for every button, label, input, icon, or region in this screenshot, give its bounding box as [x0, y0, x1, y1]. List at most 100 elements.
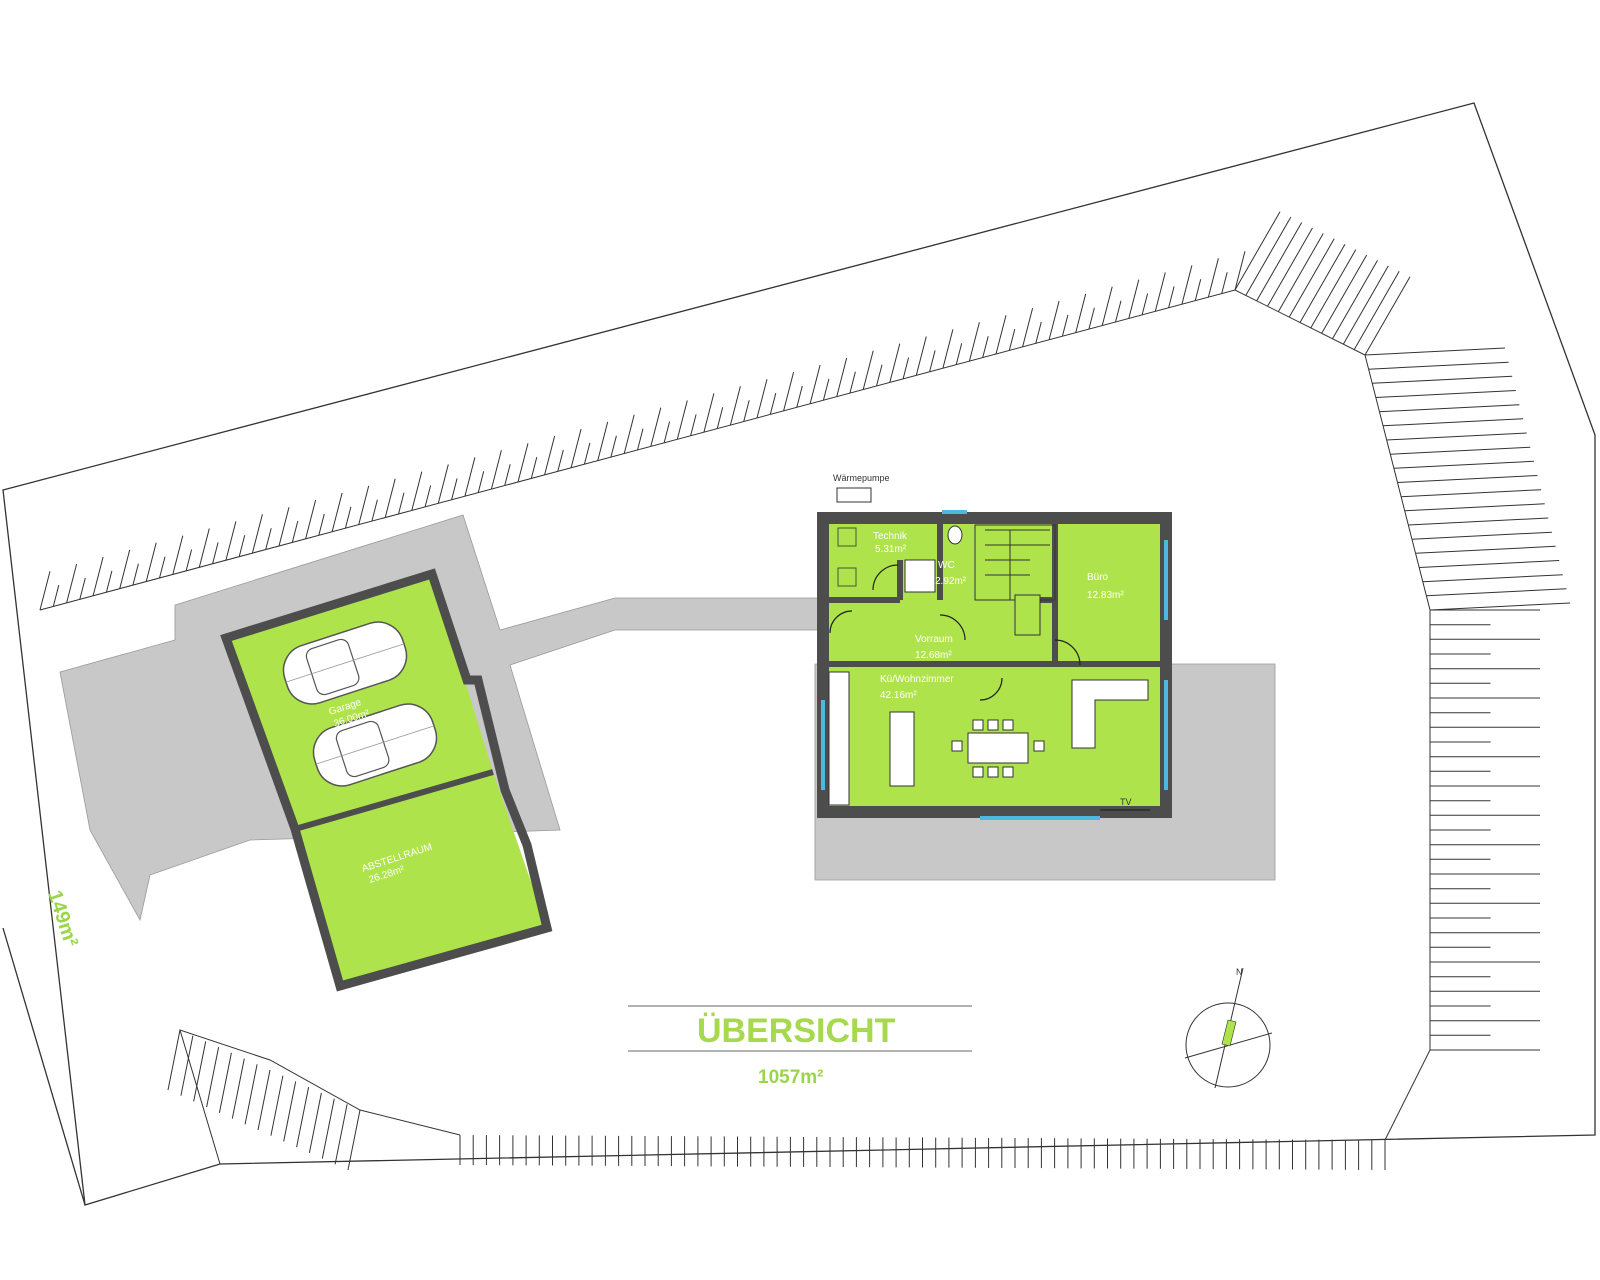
slope-hatch-line	[1332, 260, 1378, 340]
slope-hatch-line	[1048, 300, 1060, 340]
slope-hatch-line	[291, 520, 299, 543]
slope-hatch-line	[1342, 265, 1389, 345]
slope-hatch-line	[1375, 390, 1516, 398]
slope-hatch-line	[530, 456, 538, 479]
north-arrow-icon: N	[1184, 967, 1273, 1089]
slope-hatch-line	[398, 492, 405, 515]
slope-hatching	[39, 211, 1571, 1171]
car-icon	[282, 621, 408, 705]
buero-name: Büro	[1087, 572, 1109, 583]
slope-hatch-line	[623, 414, 635, 454]
side-area-label: 149m²	[43, 888, 82, 950]
slope-hatch-line	[1277, 233, 1324, 312]
slope-hatch-line	[637, 428, 644, 451]
slope-hatch-line	[424, 485, 432, 508]
slope-hatch-line	[889, 343, 901, 383]
slope-hatch-line	[676, 400, 688, 440]
slope-hatch-line	[218, 1052, 232, 1113]
slope-hatch-line	[1429, 602, 1571, 611]
slope-hatch-line	[1288, 238, 1335, 318]
slope-hatch-line	[283, 1081, 297, 1142]
slope-hatch-line	[756, 379, 768, 419]
windows	[821, 510, 1168, 820]
slope-hatch-line	[105, 570, 113, 593]
slope-hatch-line	[52, 584, 60, 607]
slope-hatch-line	[1404, 503, 1545, 512]
slope-hatch-line	[145, 542, 157, 582]
slope-hatch-line	[39, 571, 51, 611]
slope-hatch-line	[862, 350, 874, 390]
slope-hatch-line	[955, 343, 963, 365]
slope-hatch-line	[743, 400, 750, 422]
slope-hatch-line	[451, 478, 458, 500]
slope-hatch-line	[132, 563, 139, 586]
slope-hatch-line	[334, 1104, 348, 1165]
slope-hatch-line	[411, 471, 423, 511]
slope-hatch-line	[318, 513, 325, 536]
slope-hatch-line	[251, 514, 263, 554]
slope-hatch-line	[1101, 286, 1113, 326]
slope-hatch-line	[1168, 286, 1175, 308]
technik-unit	[837, 527, 857, 547]
plan-total-area: 1057m²	[758, 1067, 824, 1088]
slope-hatch-line	[308, 1092, 322, 1153]
tv-label: TV	[1120, 797, 1132, 807]
slope-hatch-line	[79, 577, 86, 600]
slope-hatch-line	[167, 1029, 181, 1091]
slope-hatch-line	[1181, 265, 1193, 305]
slope-hatch-line	[597, 421, 609, 461]
slope-hatch-line	[690, 414, 697, 436]
slope-hatch-line	[1221, 272, 1228, 294]
garage-partition	[294, 769, 494, 832]
slope-hatch-line	[1088, 307, 1095, 330]
heat-pump	[836, 487, 872, 503]
kitchen-island	[889, 711, 915, 787]
slope-hatch-line	[915, 336, 927, 376]
slope-hatch-line	[331, 492, 343, 532]
slope-hatch-line	[1141, 293, 1149, 316]
slope-hatch-line	[1115, 300, 1122, 323]
slope-hatch-line	[929, 350, 936, 372]
slope-hatch-line	[1321, 254, 1368, 334]
wc-area: 2.92m²	[935, 576, 967, 587]
slope-hatch-line	[942, 329, 954, 369]
slope-hatch-line	[296, 1087, 310, 1148]
shower	[904, 559, 936, 593]
kitchen-counter	[828, 671, 850, 806]
slope-hatch-line	[1390, 446, 1531, 455]
slope-hatch-line	[1128, 279, 1140, 319]
sofa	[1071, 679, 1149, 749]
wc-name: WC	[938, 560, 955, 571]
slope-crest	[39, 289, 1431, 1141]
slope-hatch-line	[212, 542, 219, 564]
doors	[829, 564, 1081, 701]
slope-hatch-line	[66, 563, 78, 604]
slope-hatch-line	[1353, 271, 1400, 350]
slope-hatch-line	[1393, 460, 1534, 469]
slope-hatch-line	[159, 556, 166, 579]
slope-hatch-line	[1245, 216, 1292, 296]
dining-table	[967, 732, 1029, 764]
slope-hatch-line	[278, 507, 290, 547]
slope-hatch-line	[968, 322, 980, 362]
technik-name: Technik	[873, 531, 908, 542]
slope-hatch-line	[504, 464, 511, 486]
slope-hatch-line	[358, 485, 370, 525]
slope-hatch-line	[344, 506, 352, 529]
slope-hatch-line	[92, 556, 104, 596]
slope-hatch-line	[570, 428, 582, 468]
slope-hatch-line	[544, 435, 556, 476]
slope-hatch-line	[1267, 227, 1313, 307]
slope-hatch-line	[231, 1058, 245, 1119]
slope-hatch-line	[836, 357, 848, 397]
slope-hatch-line	[1234, 251, 1246, 291]
slope-hatch-line	[1386, 432, 1527, 441]
slope-hatch-line	[1411, 531, 1552, 540]
slope-hatch-line	[1154, 272, 1166, 312]
slope-hatch-line	[703, 393, 715, 433]
slope-hatch-line	[796, 385, 803, 408]
staircase	[974, 524, 1056, 636]
slope-hatch-line	[257, 1069, 271, 1131]
slope-hatch-line	[1234, 211, 1281, 291]
